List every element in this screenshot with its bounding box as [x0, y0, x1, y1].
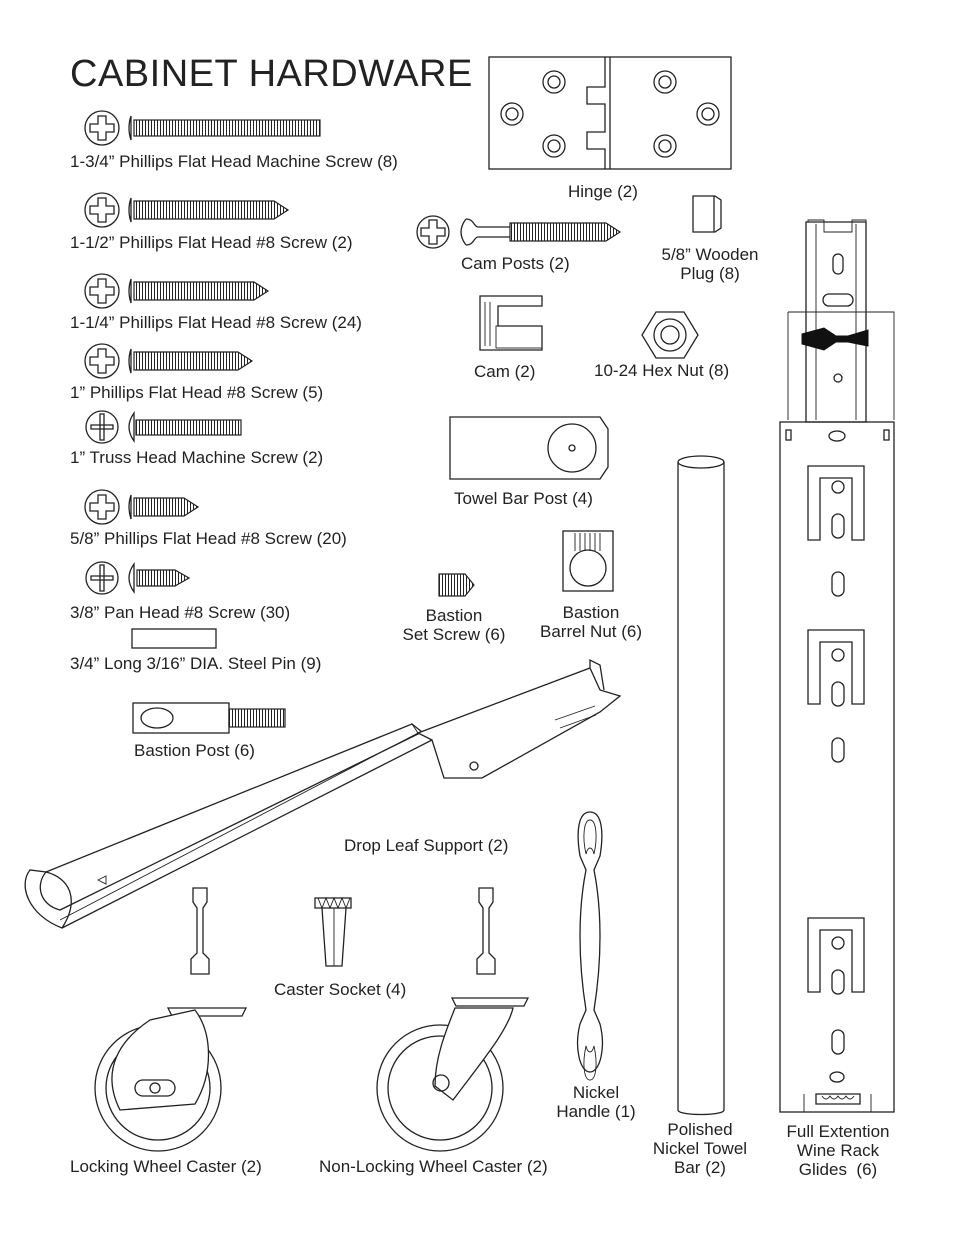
label-screw-134-machine: 1-3/4” Phillips Flat Head Machine Screw … — [70, 152, 398, 171]
label-glides-line3: Glides (6) — [798, 1160, 878, 1179]
nickel-handle-icon — [576, 811, 604, 1081]
label-barrel-nut: Bastion Barrel Nut (6) — [526, 603, 656, 641]
label-wooden-plug: 5/8” Wooden Plug (8) — [650, 245, 770, 283]
cam-post-icon — [416, 215, 622, 249]
label-screw-114: 1-1/4” Phillips Flat Head #8 Screw (24) — [70, 313, 362, 332]
label-nickel-handle-line1: Nickel — [572, 1083, 620, 1102]
towel-bar-icon — [677, 455, 725, 1116]
label-wooden-plug-line1: 5/8” Wooden — [661, 245, 759, 264]
page-title: CABINET HARDWARE — [70, 53, 473, 95]
hinge-icon — [488, 56, 732, 170]
label-set-screw-line2: Set Screw (6) — [402, 625, 506, 644]
label-glides-line2: Wine Rack — [796, 1141, 880, 1160]
barrel-nut-icon — [562, 530, 614, 592]
drop-leaf-support-icon — [24, 658, 622, 929]
label-nickel-handle-line2: Handle (1) — [556, 1102, 636, 1121]
label-hinge: Hinge (2) — [568, 182, 638, 201]
wood-screw-1-icon — [84, 343, 254, 379]
label-bastion-post: Bastion Post (6) — [134, 741, 255, 760]
label-towel-bar: Polished Nickel Towel Bar (2) — [640, 1120, 760, 1177]
label-nickel-handle: Nickel Handle (1) — [546, 1083, 646, 1121]
pan-head-screw-icon — [85, 561, 191, 595]
label-towel-bar-line2: Nickel Towel — [652, 1139, 748, 1158]
wood-screw-58-icon — [84, 489, 200, 525]
steel-pin-icon — [131, 628, 217, 649]
label-locking-caster: Locking Wheel Caster (2) — [70, 1157, 262, 1176]
wood-screw-114-icon — [84, 273, 270, 309]
towel-bar-post-icon — [449, 416, 609, 480]
label-drop-leaf-support: Drop Leaf Support (2) — [344, 836, 509, 855]
non-locking-caster-icon — [376, 887, 530, 1152]
label-barrel-nut-line1: Bastion — [562, 603, 620, 622]
caster-socket-icon — [314, 896, 352, 967]
label-screw-38-pan: 3/8” Pan Head #8 Screw (30) — [70, 603, 291, 622]
label-set-screw-line1: Bastion — [425, 606, 483, 625]
label-towel-bar-post: Towel Bar Post (4) — [454, 489, 593, 508]
label-hex-nut: 10-24 Hex Nut (8) — [594, 361, 730, 380]
wood-screw-112-icon — [84, 192, 290, 228]
hex-nut-icon — [641, 311, 699, 359]
label-caster-socket: Caster Socket (4) — [274, 980, 407, 999]
label-wine-rack-glides: Full Extention Wine Rack Glides (6) — [775, 1122, 901, 1179]
label-steel-pin: 3/4” Long 3/16” DIA. Steel Pin (9) — [70, 654, 322, 673]
label-barrel-nut-line2: Barrel Nut (6) — [539, 622, 643, 641]
label-screw-58: 5/8” Phillips Flat Head #8 Screw (20) — [70, 529, 347, 548]
label-non-locking-caster: Non-Locking Wheel Caster (2) — [319, 1157, 548, 1176]
label-set-screw: Bastion Set Screw (6) — [394, 606, 514, 644]
label-screw-112: 1-1/2” Phillips Flat Head #8 Screw (2) — [70, 233, 353, 252]
label-glides-line1: Full Extention — [786, 1122, 890, 1141]
label-cam: Cam (2) — [474, 362, 536, 381]
truss-screw-icon — [85, 410, 242, 444]
label-cam-posts: Cam Posts (2) — [461, 254, 570, 273]
label-screw-1: 1” Phillips Flat Head #8 Screw (5) — [70, 383, 324, 402]
cam-icon — [479, 295, 543, 351]
label-towel-bar-line3: Bar (2) — [674, 1158, 726, 1177]
machine-screw-134-icon — [84, 110, 321, 146]
label-screw-1-truss: 1” Truss Head Machine Screw (2) — [70, 448, 324, 467]
wine-rack-glide-icon — [779, 219, 895, 1113]
set-screw-icon — [438, 573, 475, 597]
bastion-post-icon — [132, 702, 286, 734]
label-towel-bar-line1: Polished — [667, 1120, 733, 1139]
wooden-plug-icon — [692, 195, 722, 233]
label-wooden-plug-line2: Plug (8) — [680, 264, 740, 283]
locking-caster-icon — [94, 887, 248, 1152]
